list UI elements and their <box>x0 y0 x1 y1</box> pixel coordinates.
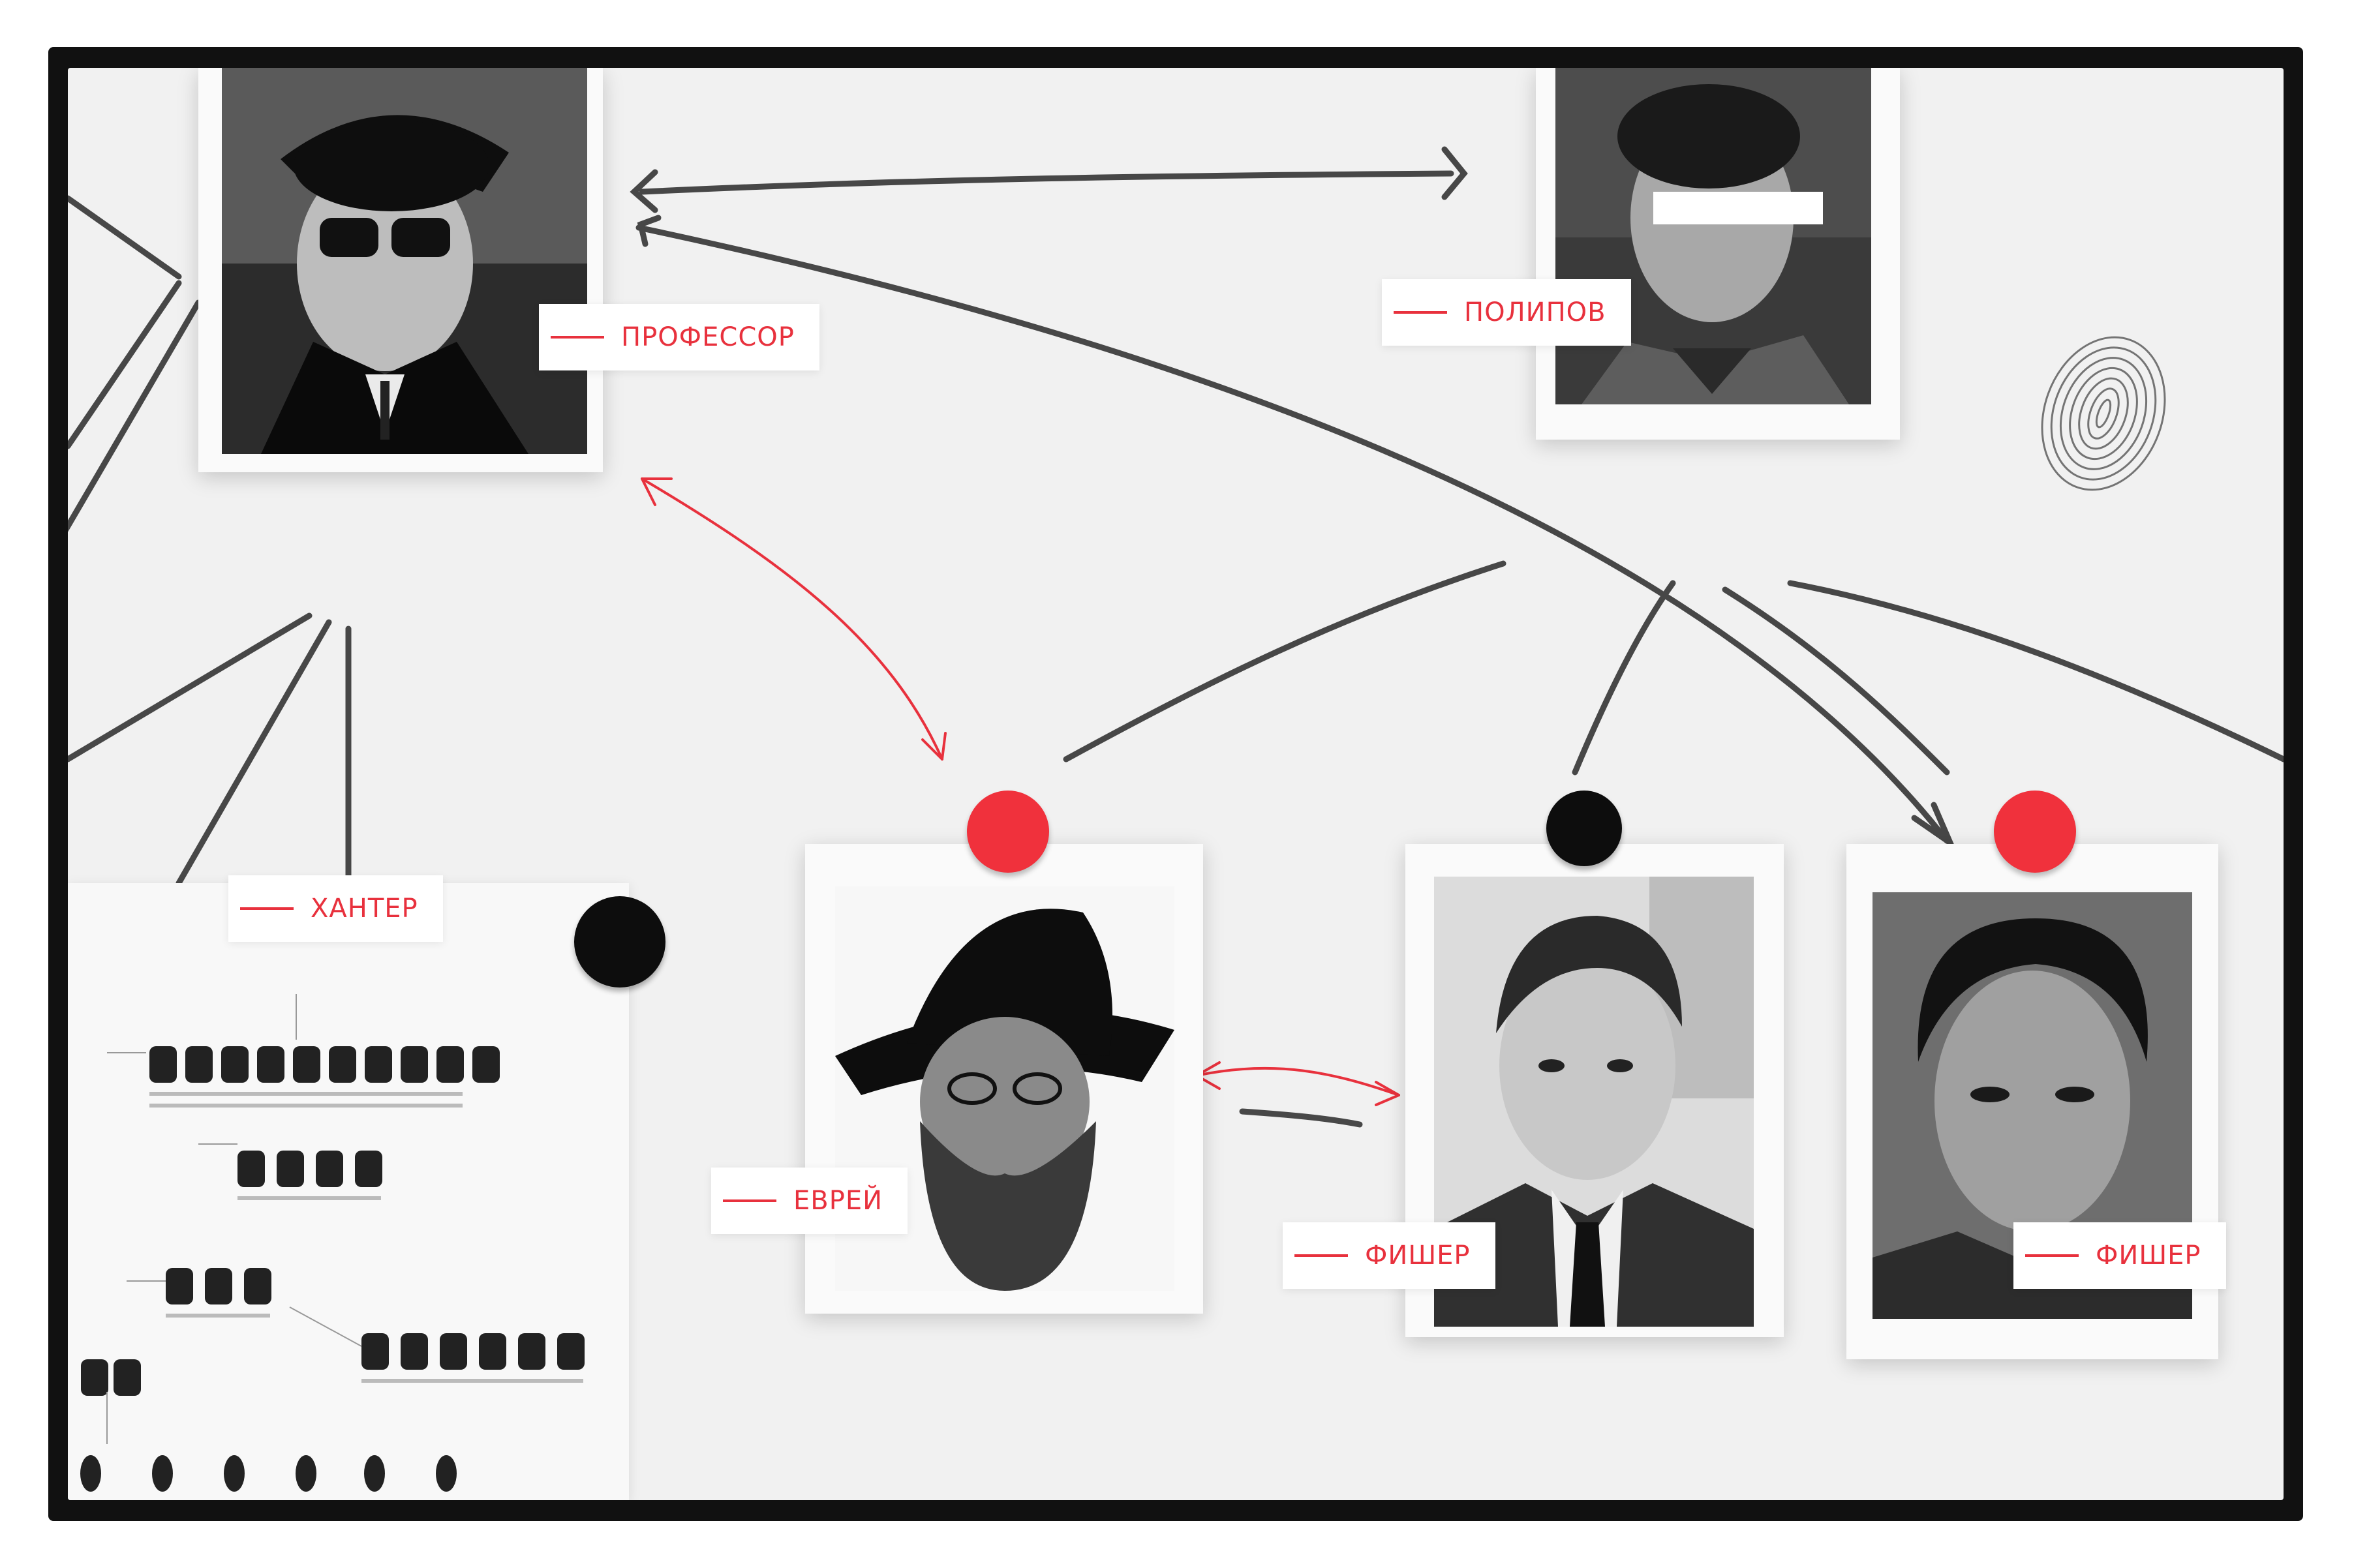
line-jew-up <box>1063 560 1506 762</box>
line-right-1 <box>1787 580 2284 762</box>
label-text: ХАНТЕР <box>311 894 418 924</box>
photo-jew <box>805 844 1203 1314</box>
line-left-mid-1 <box>68 612 313 762</box>
red-arrow-prof-jew-head-bottom <box>921 732 947 761</box>
label-jew: ЕВРЕЙ <box>711 1168 908 1234</box>
label-dash <box>2025 1254 2079 1257</box>
label-polipov: ПОЛИПОВ <box>1382 279 1631 346</box>
label-professor: ПРОФЕССОР <box>539 304 819 370</box>
label-text: ФИШЕР <box>2096 1241 2201 1271</box>
photo-professor <box>198 68 603 472</box>
jew-portrait <box>835 886 1174 1291</box>
arrow-prof-head <box>630 169 658 213</box>
arrow-prof-lower-head <box>637 215 662 247</box>
line-left-mid-2 <box>176 619 332 886</box>
investigation-board: ПРОФЕССОР ПОЛИПОВ <box>68 68 2284 1500</box>
red-arrow-jew-fischer-head-right <box>1375 1081 1400 1106</box>
label-text: ЕВРЕЙ <box>793 1186 883 1216</box>
red-arrow-jew-fischer <box>1195 1066 1400 1096</box>
censor-bar <box>1653 192 1823 224</box>
label-dash <box>240 907 294 910</box>
pushpin-black-fischer <box>1546 791 1622 866</box>
label-dash <box>1394 311 1447 314</box>
fingerprint-icon <box>2041 336 2166 491</box>
pushpin-red-jew <box>967 791 1049 873</box>
hunter-org-chart <box>68 883 629 1500</box>
org-chart-figure <box>80 994 585 1492</box>
label-dash <box>551 336 604 339</box>
pushpin-black-left <box>574 896 665 988</box>
line-prof-polipov <box>639 170 1454 195</box>
red-arrow-prof-jew <box>641 477 943 761</box>
line-left-upper-2 <box>68 280 182 449</box>
label-text: ФИШЕР <box>1365 1241 1471 1271</box>
polipov-portrait <box>1555 68 1871 404</box>
line-fischer2-up-1 <box>1722 586 1950 776</box>
line-left-upper-3 <box>68 299 202 532</box>
label-dash <box>723 1199 776 1202</box>
pushpin-red-fischer-2 <box>1994 791 2076 873</box>
arrow-polipov-head <box>1441 146 1468 200</box>
label-hunter: ХАНТЕР <box>228 875 443 942</box>
red-arrow-prof-jew-head-top <box>641 477 673 506</box>
line-fischer1-up <box>1572 580 1676 776</box>
label-fischer-2: ФИШЕР <box>2013 1222 2226 1289</box>
label-text: ПРОФЕССОР <box>621 322 795 352</box>
photo-polipov <box>1536 68 1900 440</box>
arrow-fischer2-head <box>1911 802 1957 851</box>
professor-portrait <box>222 68 587 454</box>
label-dash <box>1294 1254 1348 1257</box>
label-fischer-1: ФИШЕР <box>1283 1222 1495 1289</box>
line-left-upper-1 <box>68 195 182 280</box>
line-small-dash <box>1239 1108 1363 1128</box>
label-text: ПОЛИПОВ <box>1464 297 1606 327</box>
